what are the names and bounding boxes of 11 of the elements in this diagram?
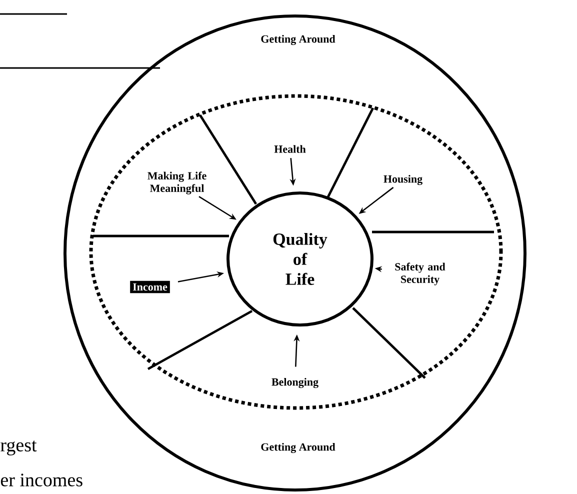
label-tag: Income [130, 280, 170, 294]
ring-label: Getting Around [261, 34, 336, 46]
body-text: rgest [0, 440, 37, 456]
segment-label: Belonging [272, 378, 318, 388]
segment-label: Health [274, 145, 306, 153]
dotted-ellipse [89, 94, 503, 410]
segment-label: Safety and Security [395, 262, 446, 286]
segment-label: Housing [384, 174, 422, 186]
segment-label: Making Life Meaningful [148, 172, 206, 194]
ring-label: Getting Around [261, 442, 336, 454]
body-text: er incomes [0, 474, 82, 486]
